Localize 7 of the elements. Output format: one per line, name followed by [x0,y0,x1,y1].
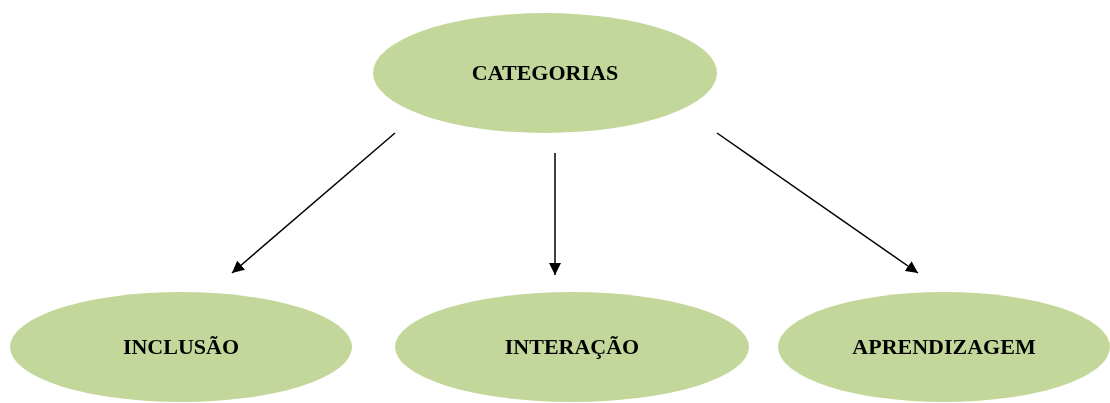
arrow [716,132,919,274]
node-label: INTERAÇÃO [503,334,641,360]
arrow [231,132,396,274]
arrow [549,152,561,276]
node-label: INCLUSÃO [121,334,241,360]
node-label: APRENDIZAGEM [851,334,1037,360]
node-label: CATEGORIAS [470,60,620,86]
